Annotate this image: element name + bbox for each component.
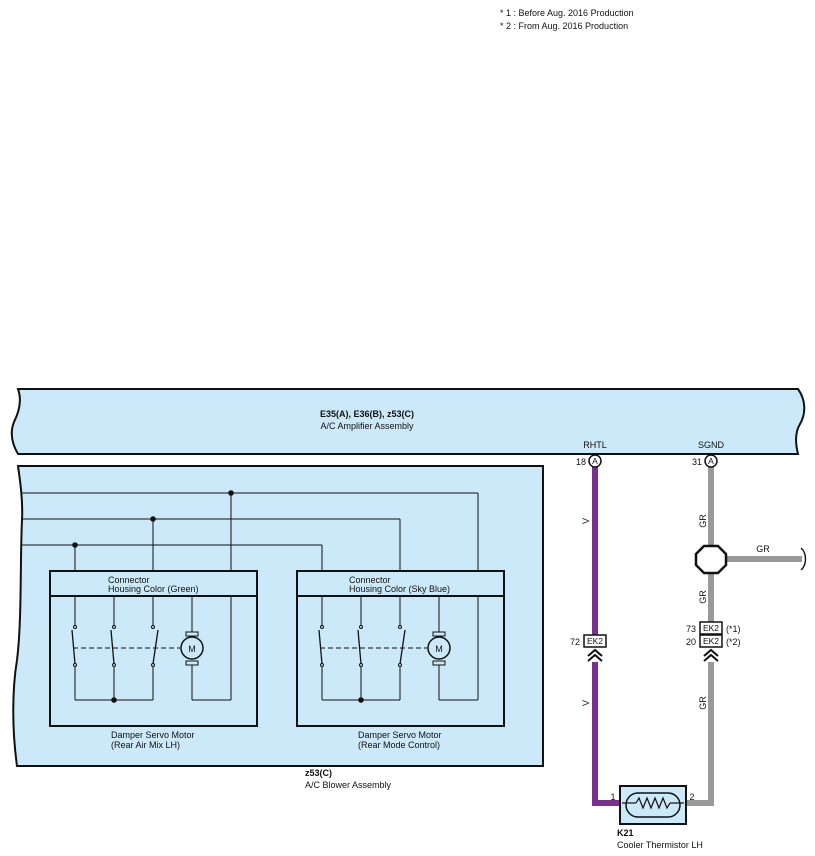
amplifier-name: A/C Amplifier Assembly — [320, 421, 414, 431]
motor-glyph: M — [435, 644, 443, 654]
right-connector-housing: Housing Color (Sky Blue) — [349, 584, 450, 594]
junction-dot — [228, 490, 234, 496]
pin-rhtl-label: RHTL — [583, 440, 607, 450]
pin-rhtl-letter: A — [592, 456, 598, 466]
note-from-aug-2016: * 2 : From Aug. 2016 Production — [500, 21, 628, 31]
thermistor-name: Cooler Thermistor LH — [617, 840, 703, 850]
servo-motor-rear-mode-control — [296, 570, 505, 727]
connector-gray-pin-1: 73 — [686, 624, 696, 634]
connector-violet-pin: 72 — [570, 637, 580, 647]
internal-wiring — [22, 492, 479, 571]
connector-ek2-violet — [583, 634, 607, 662]
motor-icon — [427, 636, 451, 660]
wire-code-gr: GR — [698, 590, 708, 604]
violet-wire — [592, 466, 622, 806]
left-motor-sub: (Rear Air Mix LH) — [111, 740, 180, 750]
thermistor-pin-2: 2 — [689, 792, 694, 802]
servo-motor-rear-air-mix-lh — [49, 570, 258, 727]
connector-ek2-gray — [699, 621, 723, 662]
pin-sgnd-marker — [704, 454, 718, 468]
connector-ek2-label: EK2 — [703, 623, 719, 633]
left-connector-label: Connector — [108, 575, 150, 585]
junction-dot — [72, 542, 78, 548]
right-connector-label: Connector — [349, 575, 391, 585]
junction-dot — [150, 516, 156, 522]
connector-ek2-label: EK2 — [703, 636, 719, 646]
pin-rhtl-marker — [588, 454, 602, 468]
connector-gray-pin-2: 20 — [686, 637, 696, 647]
thermistor-pin-1: 1 — [610, 792, 615, 802]
connector-gray-pin-1-note: (*1) — [726, 624, 741, 634]
note-before-aug-2016: * 1 : Before Aug. 2016 Production — [500, 8, 634, 18]
blower-code: z53(C) — [305, 768, 332, 778]
thermistor-code: K21 — [617, 828, 634, 838]
left-motor-label: Damper Servo Motor — [111, 730, 195, 740]
motor-glyph: M — [188, 644, 196, 654]
wire-continuation-mark — [800, 547, 807, 571]
right-motor-label: Damper Servo Motor — [358, 730, 442, 740]
left-connector-housing: Housing Color (Green) — [108, 584, 199, 594]
wire-code-gr: GR — [756, 544, 770, 554]
connector-gray-pin-2-note: (*2) — [726, 637, 741, 647]
pin-sgnd-number: 31 — [692, 457, 702, 467]
gray-wire — [686, 466, 802, 806]
resistor-icon — [635, 796, 671, 810]
motor-icon — [180, 636, 204, 660]
right-motor-sub: (Rear Mode Control) — [358, 740, 440, 750]
wire-code-v: V — [581, 518, 591, 524]
amplifier-codes: E35(A), E36(B), z53(C) — [320, 409, 414, 419]
connector-ek2-label: EK2 — [587, 636, 603, 646]
pin-sgnd-letter: A — [708, 456, 714, 466]
pin-rhtl-number: 18 — [576, 457, 586, 467]
wire-code-v: V — [581, 700, 591, 706]
blower-name: A/C Blower Assembly — [305, 780, 392, 790]
amplifier-assembly-box — [10, 388, 806, 455]
wire-code-gr: GR — [698, 696, 708, 710]
cooler-thermistor — [619, 785, 687, 825]
splice-point — [694, 544, 728, 575]
wire-code-gr: GR — [698, 514, 708, 528]
pin-sgnd-label: SGND — [698, 440, 725, 450]
